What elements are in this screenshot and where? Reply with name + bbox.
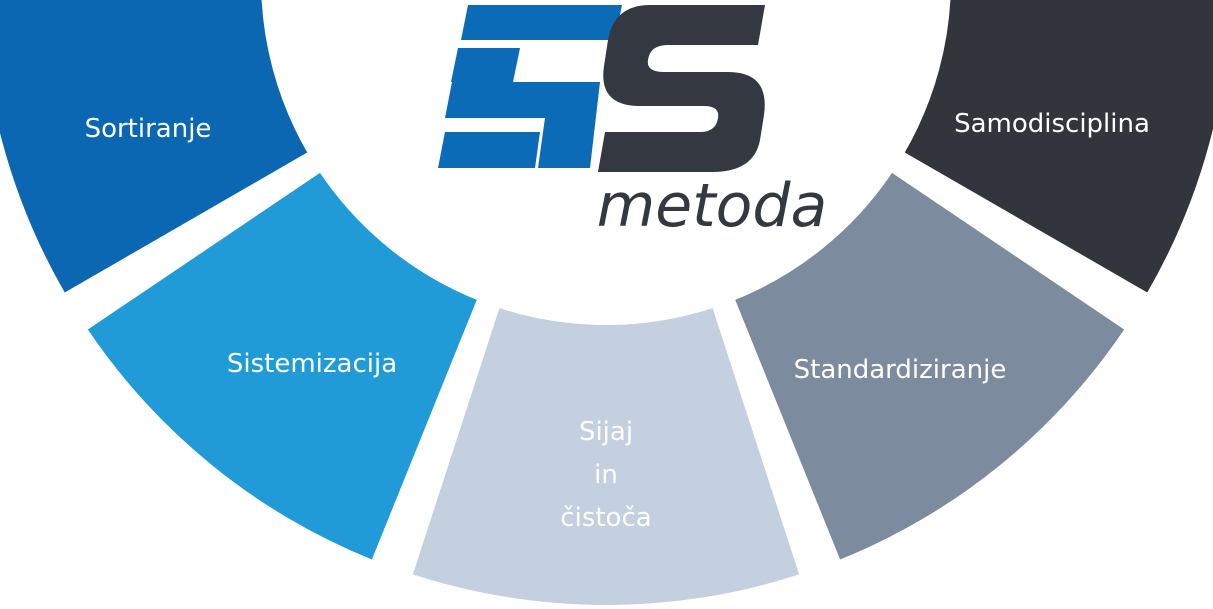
segment-sijaj bbox=[412, 308, 800, 605]
segment-label-sortiranje: Sortiranje bbox=[85, 114, 212, 144]
segment-label-standardiziranje: Standardiziranje bbox=[794, 355, 1007, 385]
logo-letter-s bbox=[598, 5, 765, 172]
segment-sistemizacija bbox=[87, 172, 477, 560]
five-s-logo: metoda bbox=[438, 5, 827, 241]
segment-label-line: Standardiziranje bbox=[794, 355, 1007, 385]
segment-label-line: Sistemizacija bbox=[227, 349, 397, 379]
segment-label-line: in bbox=[594, 460, 618, 490]
segment-samodisciplina bbox=[904, 0, 1213, 293]
segment-label-line: čistoča bbox=[560, 503, 651, 533]
segment-label-line: Sijaj bbox=[579, 417, 633, 447]
segment-sortiranje bbox=[0, 0, 308, 293]
segment-label-line: Sortiranje bbox=[85, 114, 212, 144]
segment-standardiziranje bbox=[735, 172, 1125, 560]
segment-label-sistemizacija: Sistemizacija bbox=[227, 349, 397, 379]
logo-digit-five bbox=[438, 5, 622, 168]
segment-label-line: Samodisciplina bbox=[954, 109, 1150, 139]
logo-subtitle: metoda bbox=[597, 171, 827, 241]
segment-label-sijaj: Sijaj in čistoča bbox=[560, 417, 651, 533]
segment-label-samodisciplina: Samodisciplina bbox=[954, 109, 1150, 139]
